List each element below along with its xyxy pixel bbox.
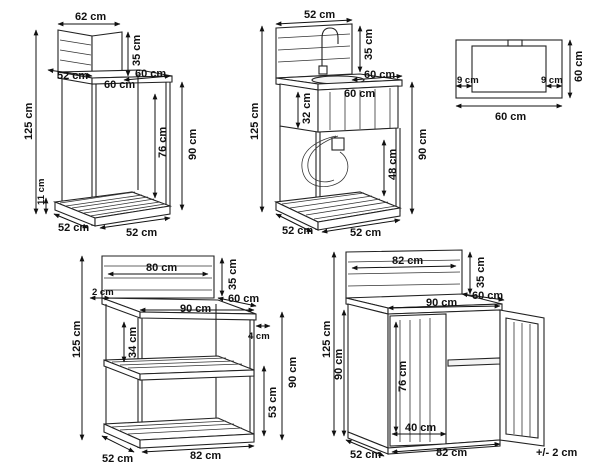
cabinet-total-height-label: 125 cm — [321, 320, 333, 358]
two-shelf-backrest-height-label: 35 cm — [227, 259, 239, 290]
sink-base-depth-label: 52 cm — [282, 225, 313, 237]
shelf-total-height-label: 125 cm — [23, 102, 35, 140]
shelf-unit-drawing — [52, 29, 173, 227]
shelf-base-width-label: 52 cm — [126, 227, 157, 239]
sink-side-depth-label: 60 cm — [364, 69, 395, 81]
tolerance-note: +/- 2 cm — [536, 447, 577, 459]
two-shelf-base-width-label: 82 cm — [190, 450, 221, 462]
shelf-unit-dimensions: 62 cm 35 cm 52 cm 60 cm 60 cm 125 cm 90 … — [23, 11, 199, 239]
sink-basin-depth-label: 32 cm — [301, 93, 313, 124]
sink-counter-width-label: 60 cm — [344, 88, 375, 100]
two-shelf-counter-width-label: 90 cm — [180, 303, 211, 315]
two-shelf-side-depth-label: 60 cm — [228, 293, 259, 305]
cabinet-counter-height-label: 90 cm — [333, 349, 345, 380]
cabinet-base-width-label: 82 cm — [436, 447, 467, 459]
cabinet-backrest-width-label: 82 cm — [392, 255, 423, 267]
two-shelf-unit-dimensions: 80 cm 2 cm 35 cm 60 cm 90 cm 4 cm 125 cm… — [71, 255, 299, 465]
sink-counter-height-label: 90 cm — [417, 129, 429, 160]
cabinet-backrest-height-label: 35 cm — [475, 257, 487, 288]
top-view-dimensions: 9 cm 9 cm 60 cm 60 cm — [455, 39, 585, 123]
cabinet-counter-width-label: 90 cm — [426, 297, 457, 309]
top-width-label: 60 cm — [495, 111, 526, 123]
shelf-backrest-height-label: 35 cm — [131, 35, 143, 66]
two-shelf-side-gap-label: 2 cm — [92, 287, 114, 298]
shelf-counter-width-label: 60 cm — [104, 79, 135, 91]
two-shelf-total-height-label: 125 cm — [71, 320, 83, 358]
sink-shelf-height-label: 48 cm — [387, 149, 399, 180]
shelf-base-height-label: 11 cm — [36, 179, 47, 205]
sink-unit-dimensions: 52 cm 35 cm 60 cm 60 cm 125 cm 90 cm 32 … — [249, 9, 429, 239]
cabinet-dimensions: 82 cm 35 cm 90 cm 60 cm 125 cm 90 cm 76 … — [321, 251, 505, 461]
two-shelf-counter-height-label: 90 cm — [287, 357, 299, 388]
top-view-drawing — [455, 39, 563, 99]
two-shelf-lower-clearance-label: 53 cm — [267, 387, 279, 418]
shelf-base-depth-label: 52 cm — [58, 222, 89, 234]
shelf-counter-height-label: 90 cm — [187, 129, 199, 160]
shelf-top-width-label: 62 cm — [75, 11, 106, 23]
sink-backrest-height-label: 35 cm — [363, 29, 375, 60]
sink-top-width-label: 52 cm — [304, 9, 335, 21]
two-shelf-overhang-label: 4 cm — [248, 331, 270, 342]
cabinet-base-depth-label: 52 cm — [350, 449, 381, 461]
shelf-leg-height-label: 76 cm — [157, 127, 169, 158]
two-shelf-upper-clearance-label: 34 cm — [127, 327, 139, 358]
sink-base-width-label: 52 cm — [350, 227, 381, 239]
shelf-inner-depth-label: 52 cm — [57, 70, 88, 82]
two-shelf-base-depth-label: 52 cm — [102, 453, 133, 465]
top-left-margin-label: 9 cm — [457, 75, 479, 86]
shelf-side-depth-label: 60 cm — [135, 68, 166, 80]
top-right-margin-label: 9 cm — [541, 75, 563, 86]
sink-unit-drawing — [274, 23, 403, 231]
cabinet-shelf-width-label: 40 cm — [405, 422, 436, 434]
two-shelf-backrest-width-label: 80 cm — [146, 262, 177, 274]
cabinet-drawing — [345, 249, 545, 455]
cabinet-interior-height-label: 76 cm — [397, 361, 409, 392]
sink-total-height-label: 125 cm — [249, 102, 261, 140]
top-depth-label: 60 cm — [573, 51, 585, 82]
cabinet-side-depth-label: 60 cm — [472, 290, 503, 302]
